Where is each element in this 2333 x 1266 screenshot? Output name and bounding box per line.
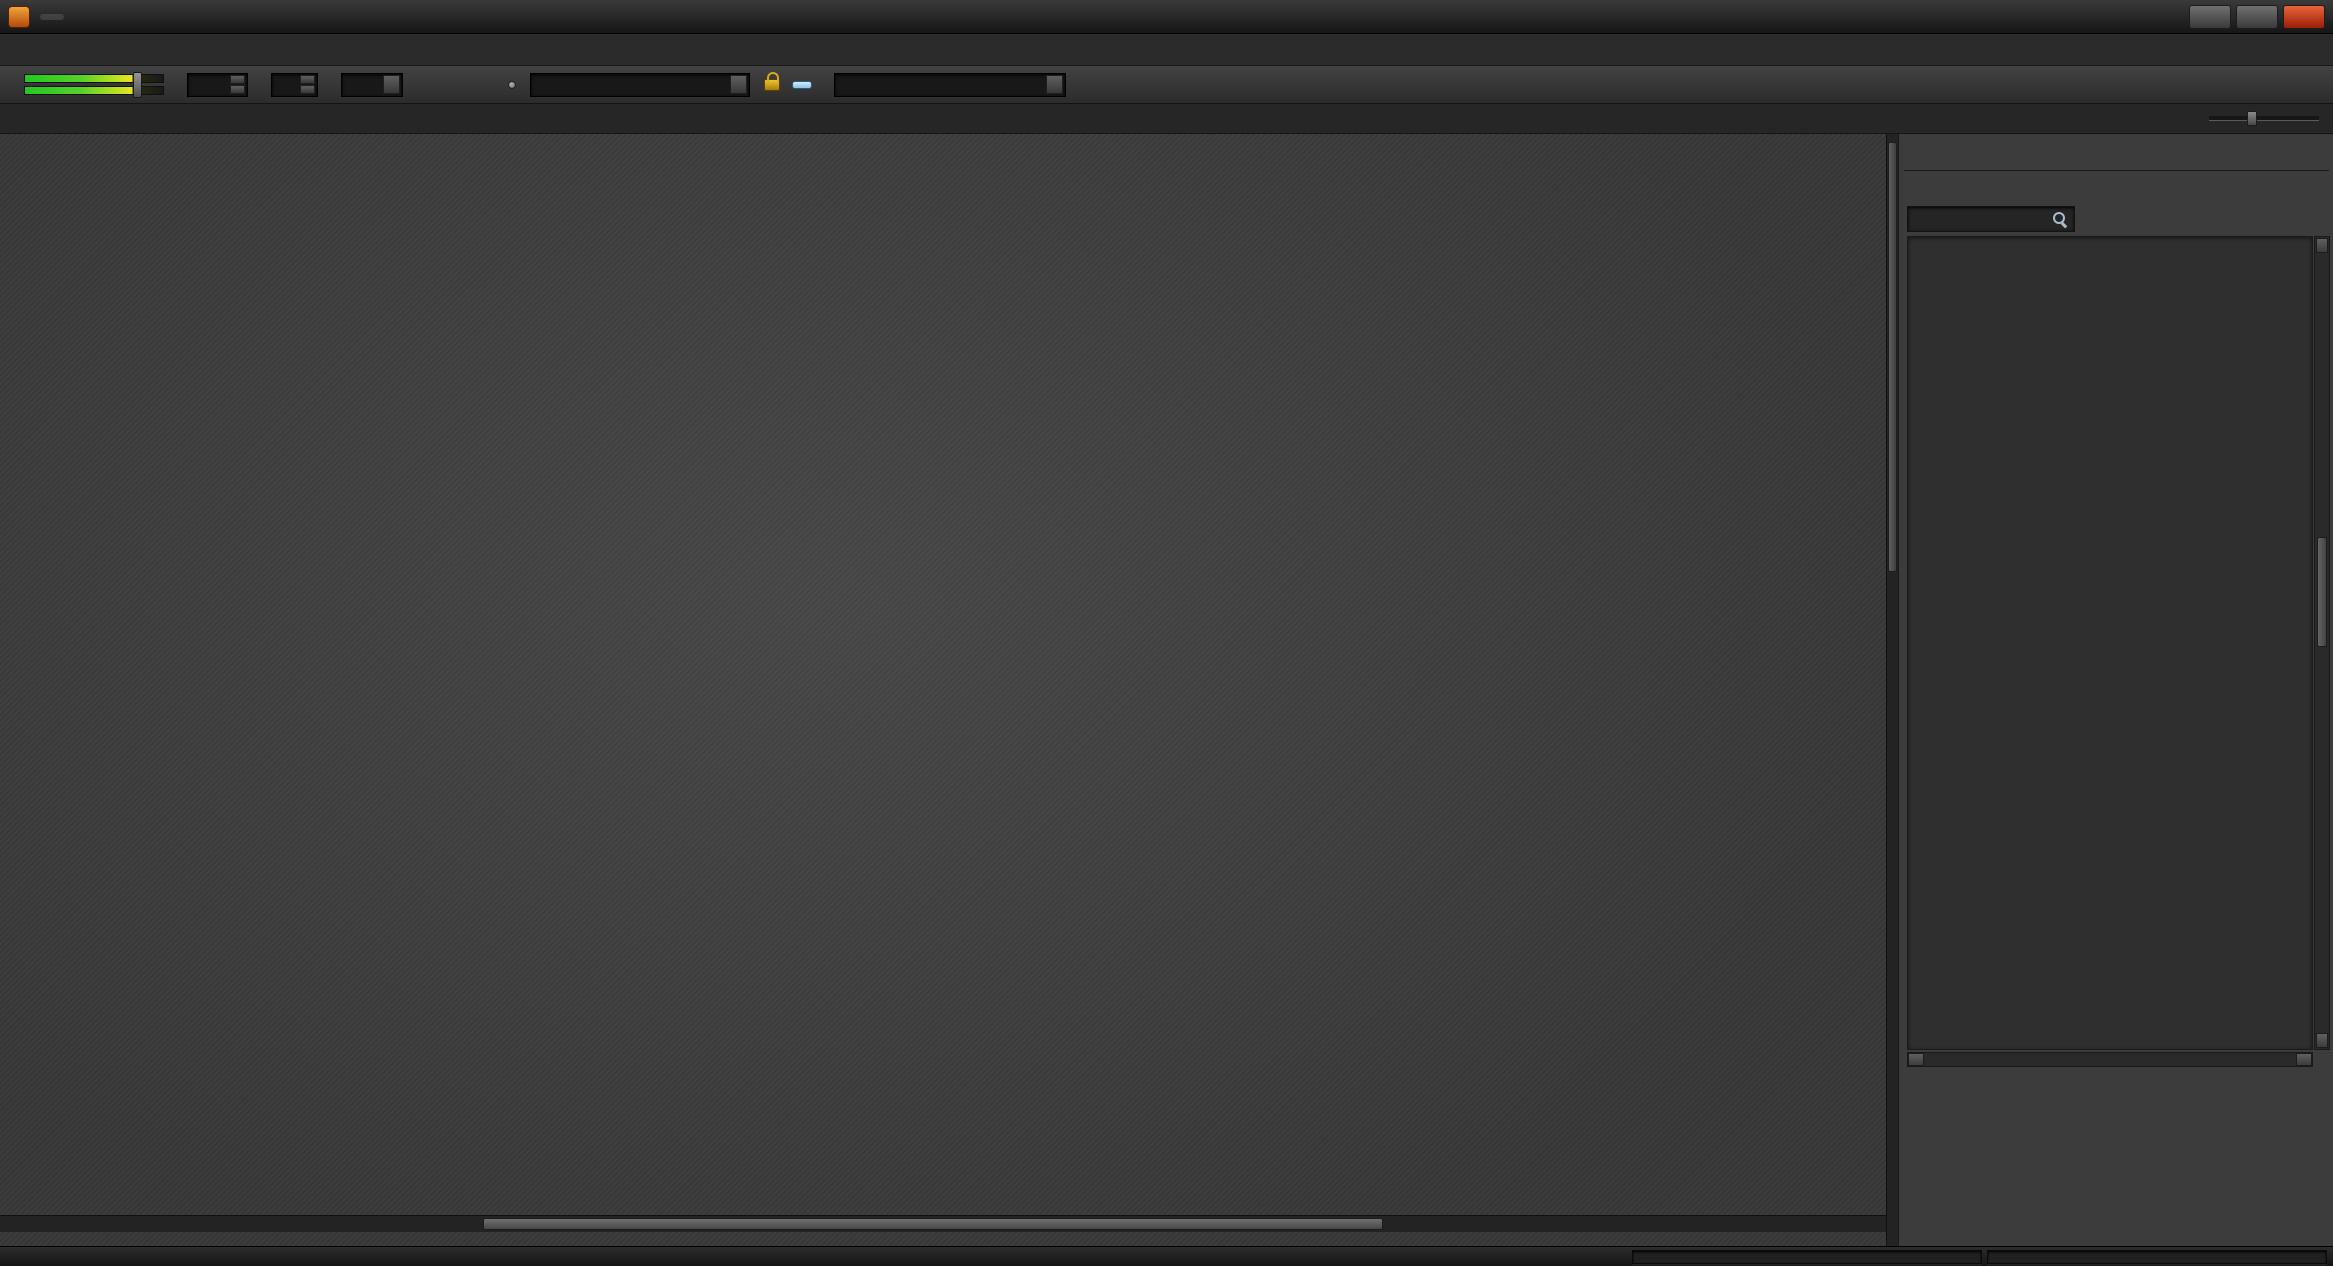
maximize-button[interactable]: [2236, 4, 2278, 29]
current-time: [451, 76, 455, 93]
menu-bar: [0, 34, 2333, 66]
bpm-down-button[interactable]: [230, 85, 245, 94]
master-volume-meter[interactable]: [24, 71, 164, 99]
vu-meter-right: [24, 86, 164, 95]
scroll-left-button[interactable]: [1908, 1053, 1924, 1066]
machine-canvas[interactable]: [0, 134, 1886, 1246]
search-icon[interactable]: [2053, 211, 2068, 227]
tpb-down-button[interactable]: [300, 85, 315, 94]
loop-time: [475, 76, 479, 93]
right-panel: [1898, 134, 2333, 1246]
time-display: [427, 76, 480, 93]
list-scrollbar[interactable]: [2314, 236, 2330, 1050]
lock-icon[interactable]: [763, 71, 780, 91]
scroll-down-button[interactable]: [2316, 1033, 2328, 1048]
app-logo-icon: [8, 5, 30, 28]
audio-driver-dropdown-arrow[interactable]: [1045, 75, 1063, 94]
panel-width-slider-thumb[interactable]: [2247, 111, 2257, 126]
toolbar: [0, 66, 2333, 104]
midi-activity-led: [507, 80, 516, 89]
vu-meter-left: [24, 74, 164, 83]
canvas-v-scrollbar[interactable]: [1886, 134, 1898, 1246]
midi-dropdown[interactable]: [529, 72, 750, 97]
speed-dropdown-arrow[interactable]: [383, 75, 400, 94]
bpm-up-button[interactable]: [230, 75, 245, 84]
canvas-h-scrollbar-thumb[interactable]: [483, 1218, 1383, 1230]
tpb-spinner[interactable]: [271, 72, 318, 97]
title-bar: [0, 0, 2333, 34]
panel-width-slider[interactable]: [2209, 111, 2319, 126]
list-scrollbar-thumb[interactable]: [2317, 537, 2327, 647]
close-button[interactable]: [2283, 4, 2325, 29]
scroll-right-button[interactable]: [2296, 1053, 2312, 1066]
elapsed-time: [427, 76, 431, 93]
canvas-v-scrollbar-thumb[interactable]: [1888, 142, 1897, 572]
speed-dropdown[interactable]: [341, 72, 403, 97]
status-section-2: [1987, 1249, 2327, 1264]
kb-button[interactable]: [791, 80, 812, 89]
window-controls: [2189, 4, 2325, 29]
window-title: [40, 13, 64, 20]
bpm-spinner[interactable]: [187, 72, 248, 97]
list-h-scrollbar[interactable]: [1907, 1052, 2313, 1067]
status-bar: [0, 1246, 2333, 1266]
tpb-up-button[interactable]: [300, 75, 315, 84]
search-box[interactable]: [1907, 206, 2075, 232]
scroll-up-button[interactable]: [2316, 238, 2328, 253]
machine-list: [1907, 236, 2313, 1050]
panel-tabs: [1904, 140, 2329, 171]
volume-slider-thumb[interactable]: [133, 71, 143, 98]
canvas-h-scrollbar[interactable]: [0, 1215, 1886, 1232]
sub-strip: [0, 104, 2333, 134]
audio-driver-dropdown[interactable]: [833, 72, 1066, 97]
minimize-button[interactable]: [2189, 4, 2231, 29]
status-section-1: [1632, 1249, 1982, 1264]
midi-dropdown-arrow[interactable]: [729, 75, 747, 94]
machine-layer: [0, 134, 1886, 1246]
